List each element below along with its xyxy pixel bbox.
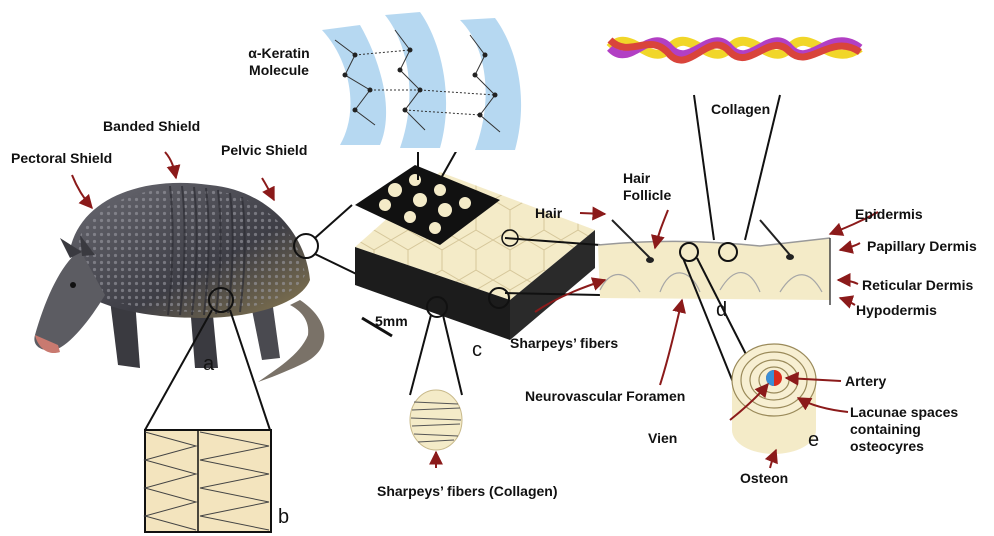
label-hair-follicle-line1: Hair [623,170,671,187]
label-hair-follicle-line2: Follicle [623,187,671,204]
label-pelvic-shield: Pelvic Shield [221,142,307,159]
panel-b-zigzag-section [145,430,271,532]
label-banded-shield: Banded Shield [103,118,200,135]
alpha-keratin-molecule [318,12,546,152]
label-alpha-keratin: α-Keratin Molecule [226,45,332,79]
label-hair: Hair [535,205,562,222]
label-scale-5mm: 5mm [375,313,408,330]
label-lacunae-line1: Lacunae spaces [850,404,958,421]
label-papillary-dermis: Papillary Dermis [867,238,977,255]
armadillo-illustration [34,183,324,382]
label-hypodermis: Hypodermis [856,302,937,319]
panel-letter-b: b [278,509,289,526]
label-epidermis: Epidermis [855,206,923,223]
label-collagen: Collagen [711,101,770,118]
label-vien: Vien [648,430,677,447]
label-lacunae-line3: osteocyres [850,438,958,455]
panel-e-osteon [732,344,816,454]
label-lacunae-spaces: Lacunae spaces containing osteocyres [850,404,958,455]
collagen-triple-helix [610,40,860,60]
label-sharpeys-fibers-collagen: Sharpeys’ fibers (Collagen) [377,483,558,500]
panel-letter-a: a [203,356,214,373]
panel-letter-e: e [808,432,819,449]
panel-letter-c: c [472,342,482,359]
label-pectoral-shield: Pectoral Shield [11,150,112,167]
label-artery: Artery [845,373,886,390]
label-osteon: Osteon [740,470,788,487]
label-alpha-keratin-line2: Molecule [226,62,332,79]
sharpeys-fibers-collagen-ellipse [410,390,462,450]
label-neurovascular-foramen: Neurovascular Foramen [525,388,685,405]
label-hair-follicle: Hair Follicle [623,170,671,204]
label-reticular-dermis: Reticular Dermis [862,277,973,294]
label-alpha-keratin-line1: α-Keratin [226,45,332,62]
label-lacunae-line2: containing [850,421,958,438]
panel-letter-d: d [716,302,727,319]
label-sharpeys-fibers: Sharpeys’ fibers [510,335,618,352]
